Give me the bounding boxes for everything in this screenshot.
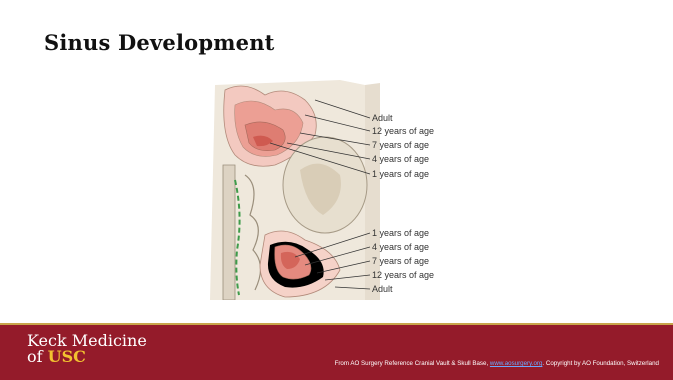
label-upper-4-years: 4 years of age [372,154,429,164]
label-upper-adult: Adult [372,113,393,123]
credit-prefix: From AO Surgery Reference Cranial Vault … [335,360,490,367]
slide-footer: Keck Medicine of USC From AO Surgery Ref… [0,323,673,380]
footer-divider [0,323,673,325]
label-lower-adult: Adult [372,284,393,294]
sinus-development-figure: Adult 12 years of age 7 years of age 4 y… [205,75,477,300]
label-upper-12-years: 12 years of age [372,126,434,136]
logo-of: of [27,347,48,366]
logo-usc: USC [48,347,86,366]
label-lower-7-years: 7 years of age [372,256,429,266]
label-lower-1-years: 1 years of age [372,228,429,238]
label-lower-4-years: 4 years of age [372,242,429,252]
credit-link[interactable]: www.aosurgery.org [490,360,543,367]
keck-medicine-logo: Keck Medicine of USC [27,333,147,365]
credit-suffix: . Copyright by AO Foundation, Switzerlan… [542,360,659,367]
logo-line2: of USC [27,349,147,365]
image-credit: From AO Surgery Reference Cranial Vault … [335,360,659,367]
label-upper-7-years: 7 years of age [372,140,429,150]
label-upper-1-years: 1 years of age [372,169,429,179]
label-lower-12-years: 12 years of age [372,270,434,280]
sinus-illustration: Adult 12 years of age 7 years of age 4 y… [205,75,477,300]
slide-title: Sinus Development [44,30,275,55]
